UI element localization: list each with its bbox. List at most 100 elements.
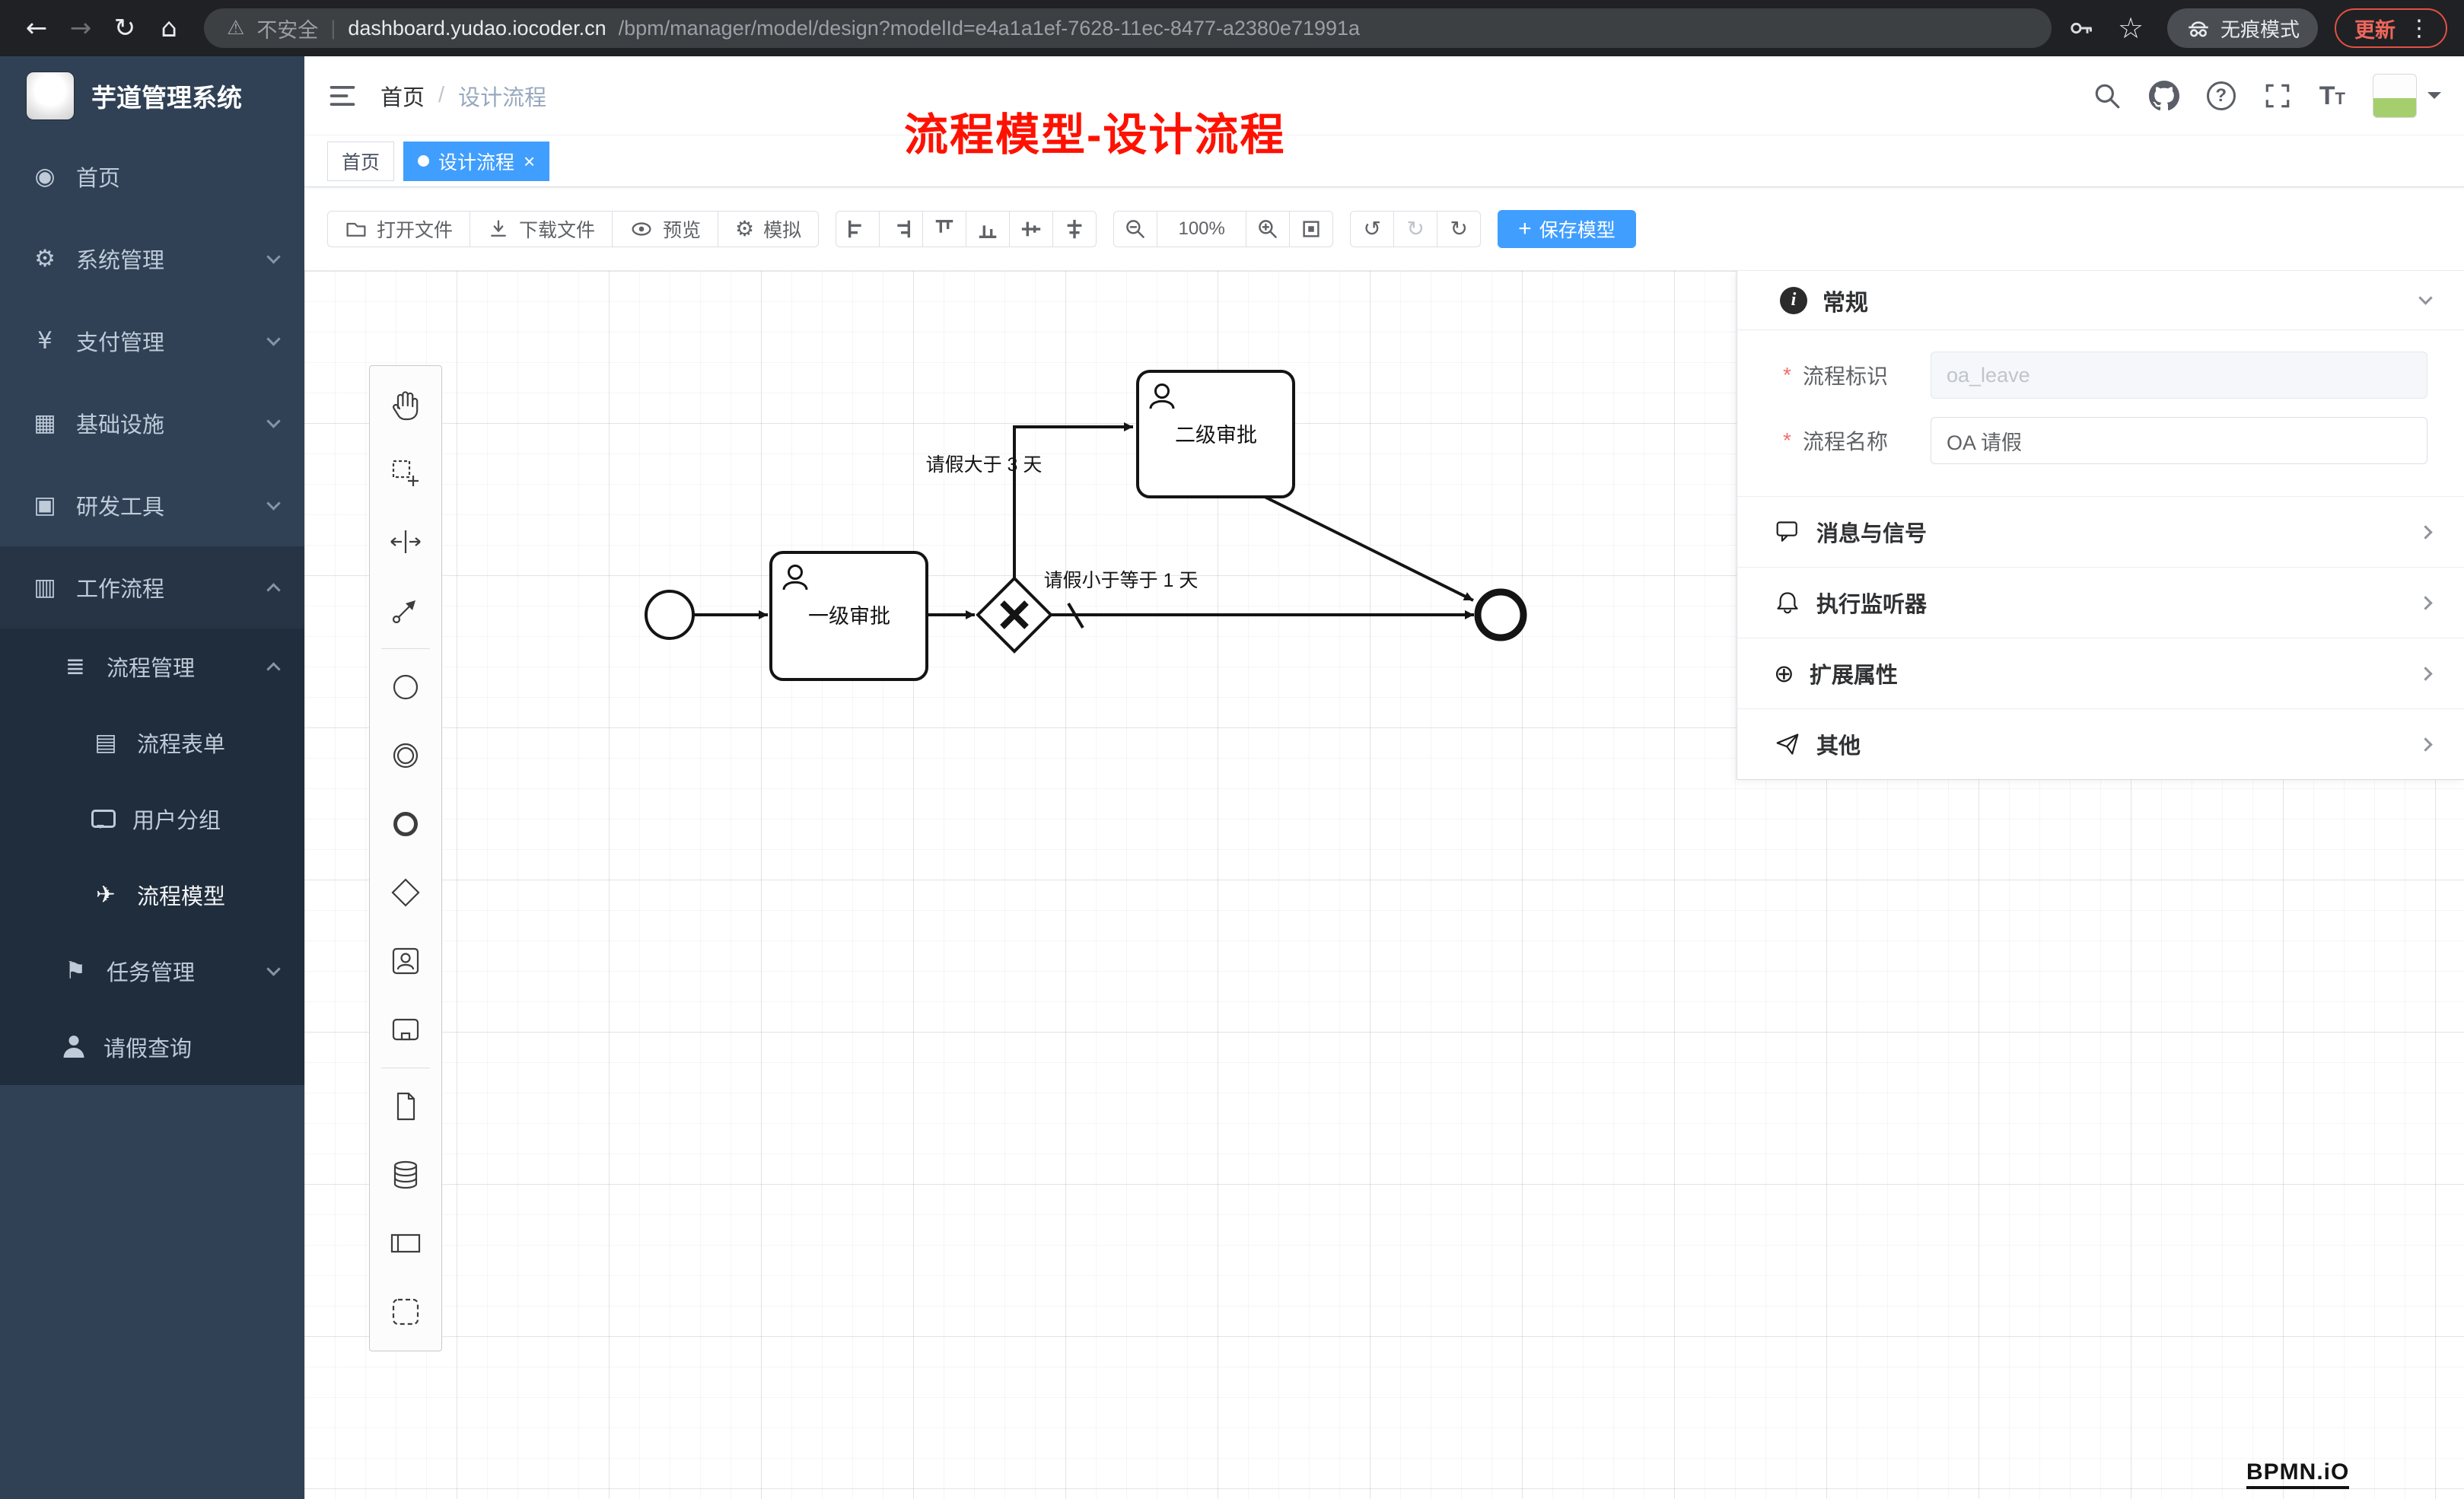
section-extended-properties[interactable]: ⊕ 扩展属性 — [1737, 638, 2464, 708]
sidebar-item-label: 流程管理 — [107, 657, 196, 681]
zoom-out-button[interactable] — [1113, 210, 1158, 247]
user-task-level1[interactable]: 一级审批 — [769, 551, 928, 681]
align-left-button[interactable] — [836, 210, 880, 247]
align-bottom-button[interactable] — [966, 210, 1011, 247]
close-icon[interactable]: × — [524, 149, 536, 173]
task-label: 二级审批 — [1175, 424, 1257, 447]
home-icon[interactable]: ⌂ — [161, 13, 177, 43]
hand-tool[interactable] — [371, 371, 441, 439]
create-task[interactable] — [371, 995, 441, 1064]
sidebar-item-task-management[interactable]: ⚑ 任务管理 — [0, 933, 304, 1009]
security-label[interactable]: 不安全 — [256, 18, 319, 42]
sidebar-item-payment[interactable]: ¥ 支付管理 — [0, 300, 304, 382]
end-event-icon — [393, 812, 418, 836]
global-connect-tool[interactable] — [371, 576, 441, 644]
incognito-label: 无痕模式 — [2220, 18, 2300, 41]
restart-button[interactable]: ↻ — [1437, 210, 1482, 247]
process-name-input[interactable] — [1931, 417, 2427, 464]
warning-icon: ⚠ — [227, 17, 245, 40]
align-right-icon — [897, 220, 911, 237]
create-group[interactable] — [371, 1278, 441, 1346]
section-messages-signals[interactable]: 消息与信号 — [1737, 496, 2464, 567]
search-icon[interactable] — [2093, 81, 2122, 110]
download-file-button[interactable]: 下载文件 — [470, 210, 613, 247]
section-other[interactable]: 其他 — [1737, 708, 2464, 779]
url-bar[interactable]: ⚠ 不安全 | dashboard.yudao.iocoder.cn/bpm/m… — [204, 8, 2052, 48]
preview-button[interactable]: 预览 — [612, 210, 719, 247]
lasso-tool[interactable] — [371, 439, 441, 508]
exclusive-gateway[interactable] — [976, 576, 1053, 654]
breadcrumb-home[interactable]: 首页 — [380, 85, 425, 110]
breadcrumb-current: 设计流程 — [458, 85, 547, 110]
sidebar-item-label: 用户分组 — [132, 809, 221, 833]
send-icon — [1776, 734, 1799, 755]
flow-gateway-to-task2[interactable] — [1013, 422, 1133, 578]
create-user-task[interactable] — [371, 927, 441, 995]
key-icon[interactable] — [2067, 14, 2094, 42]
zoom-in-button[interactable] — [1246, 210, 1291, 247]
chevron-up-icon — [266, 582, 281, 597]
create-intermediate-event[interactable] — [371, 721, 441, 790]
tab-home[interactable]: 首页 — [327, 141, 395, 181]
sidebar-item-process-form[interactable]: ▤ 流程表单 — [0, 705, 304, 781]
create-participant[interactable] — [371, 1209, 441, 1278]
fullscreen-icon[interactable] — [2263, 81, 2292, 110]
intermediate-event-icon — [393, 743, 419, 769]
avatar[interactable] — [2373, 73, 2417, 118]
bpmn-io-watermark[interactable]: BPMN.iO — [2246, 1459, 2350, 1489]
create-data-store[interactable] — [371, 1141, 441, 1209]
required-mark: * — [1783, 363, 1791, 387]
undo-button[interactable]: ↺ — [1350, 210, 1395, 247]
sidebar-item-devtools[interactable]: ▣ 研发工具 — [0, 464, 304, 546]
user-task-level2[interactable]: 二级审批 — [1136, 370, 1295, 498]
open-file-button[interactable]: 打开文件 — [327, 210, 471, 247]
save-model-button[interactable]: + 保存模型 — [1498, 209, 1636, 248]
simulate-button[interactable]: ⚙ 模拟 — [718, 210, 820, 247]
sidebar-item-label: 请假查询 — [103, 1037, 193, 1061]
align-right-button[interactable] — [879, 210, 924, 247]
space-tool[interactable] — [371, 508, 441, 576]
flow-label-less[interactable]: 请假小于等于 1 天 — [1044, 570, 1199, 591]
back-icon[interactable]: ← — [25, 13, 48, 43]
fit-viewport-button[interactable] — [1289, 210, 1334, 247]
forward-icon[interactable]: → — [69, 13, 92, 43]
browser-menu-icon[interactable]: ⋮ — [2408, 14, 2431, 42]
gear-icon: ⚙ — [735, 215, 755, 241]
flow-task2-to-end[interactable] — [1264, 495, 1474, 602]
sidebar-item-system[interactable]: ⚙ 系统管理 — [0, 218, 304, 300]
sidebar-item-process-model[interactable]: ✈ 流程模型 — [0, 857, 304, 933]
sidebar-item-infrastructure[interactable]: ▦ 基础设施 — [0, 382, 304, 464]
align-horizontal-center-button[interactable] — [1009, 210, 1054, 247]
section-execution-listeners[interactable]: 执行监听器 — [1737, 567, 2464, 638]
reload-icon[interactable]: ↻ — [113, 13, 136, 43]
general-section-header[interactable]: i 常规 — [1737, 271, 2464, 330]
align-top-button[interactable] — [922, 210, 967, 247]
start-event[interactable] — [645, 590, 695, 640]
group-icon — [392, 1298, 419, 1326]
chevron-right-icon — [2418, 737, 2433, 752]
create-start-event[interactable] — [371, 653, 441, 721]
tab-design-process[interactable]: 设计流程 × — [403, 141, 550, 181]
create-gateway[interactable] — [371, 858, 441, 927]
sidebar-item-workflow[interactable]: ▥ 工作流程 — [0, 546, 304, 629]
sidebar-item-leave-query[interactable]: 请假查询 — [0, 1009, 304, 1085]
create-data-object[interactable] — [371, 1072, 441, 1141]
general-title: 常规 — [1823, 290, 1868, 316]
process-name-label: 流程名称 — [1803, 430, 1889, 454]
sidebar-item-process-management[interactable]: ≣ 流程管理 — [0, 629, 304, 705]
align-vertical-center-button[interactable] — [1052, 210, 1097, 247]
flow-label-greater[interactable]: 请假大于 3 天 — [926, 454, 1043, 476]
user-menu[interactable] — [2373, 73, 2441, 118]
sidebar-item-user-group[interactable]: 用户分组 — [0, 781, 304, 857]
create-end-event[interactable] — [371, 790, 441, 858]
end-event[interactable] — [1474, 588, 1527, 641]
redo-icon: ↻ — [1406, 215, 1425, 241]
sidebar-item-home[interactable]: ◉ 首页 — [0, 135, 304, 218]
github-icon[interactable] — [2148, 80, 2179, 111]
redo-button[interactable]: ↻ — [1393, 210, 1438, 247]
help-icon[interactable]: ? — [2206, 81, 2236, 110]
browser-update-button[interactable]: 更新 ⋮ — [2335, 8, 2447, 48]
hamburger-icon[interactable] — [327, 82, 358, 110]
bookmark-star-icon[interactable]: ☆ — [2117, 11, 2144, 45]
